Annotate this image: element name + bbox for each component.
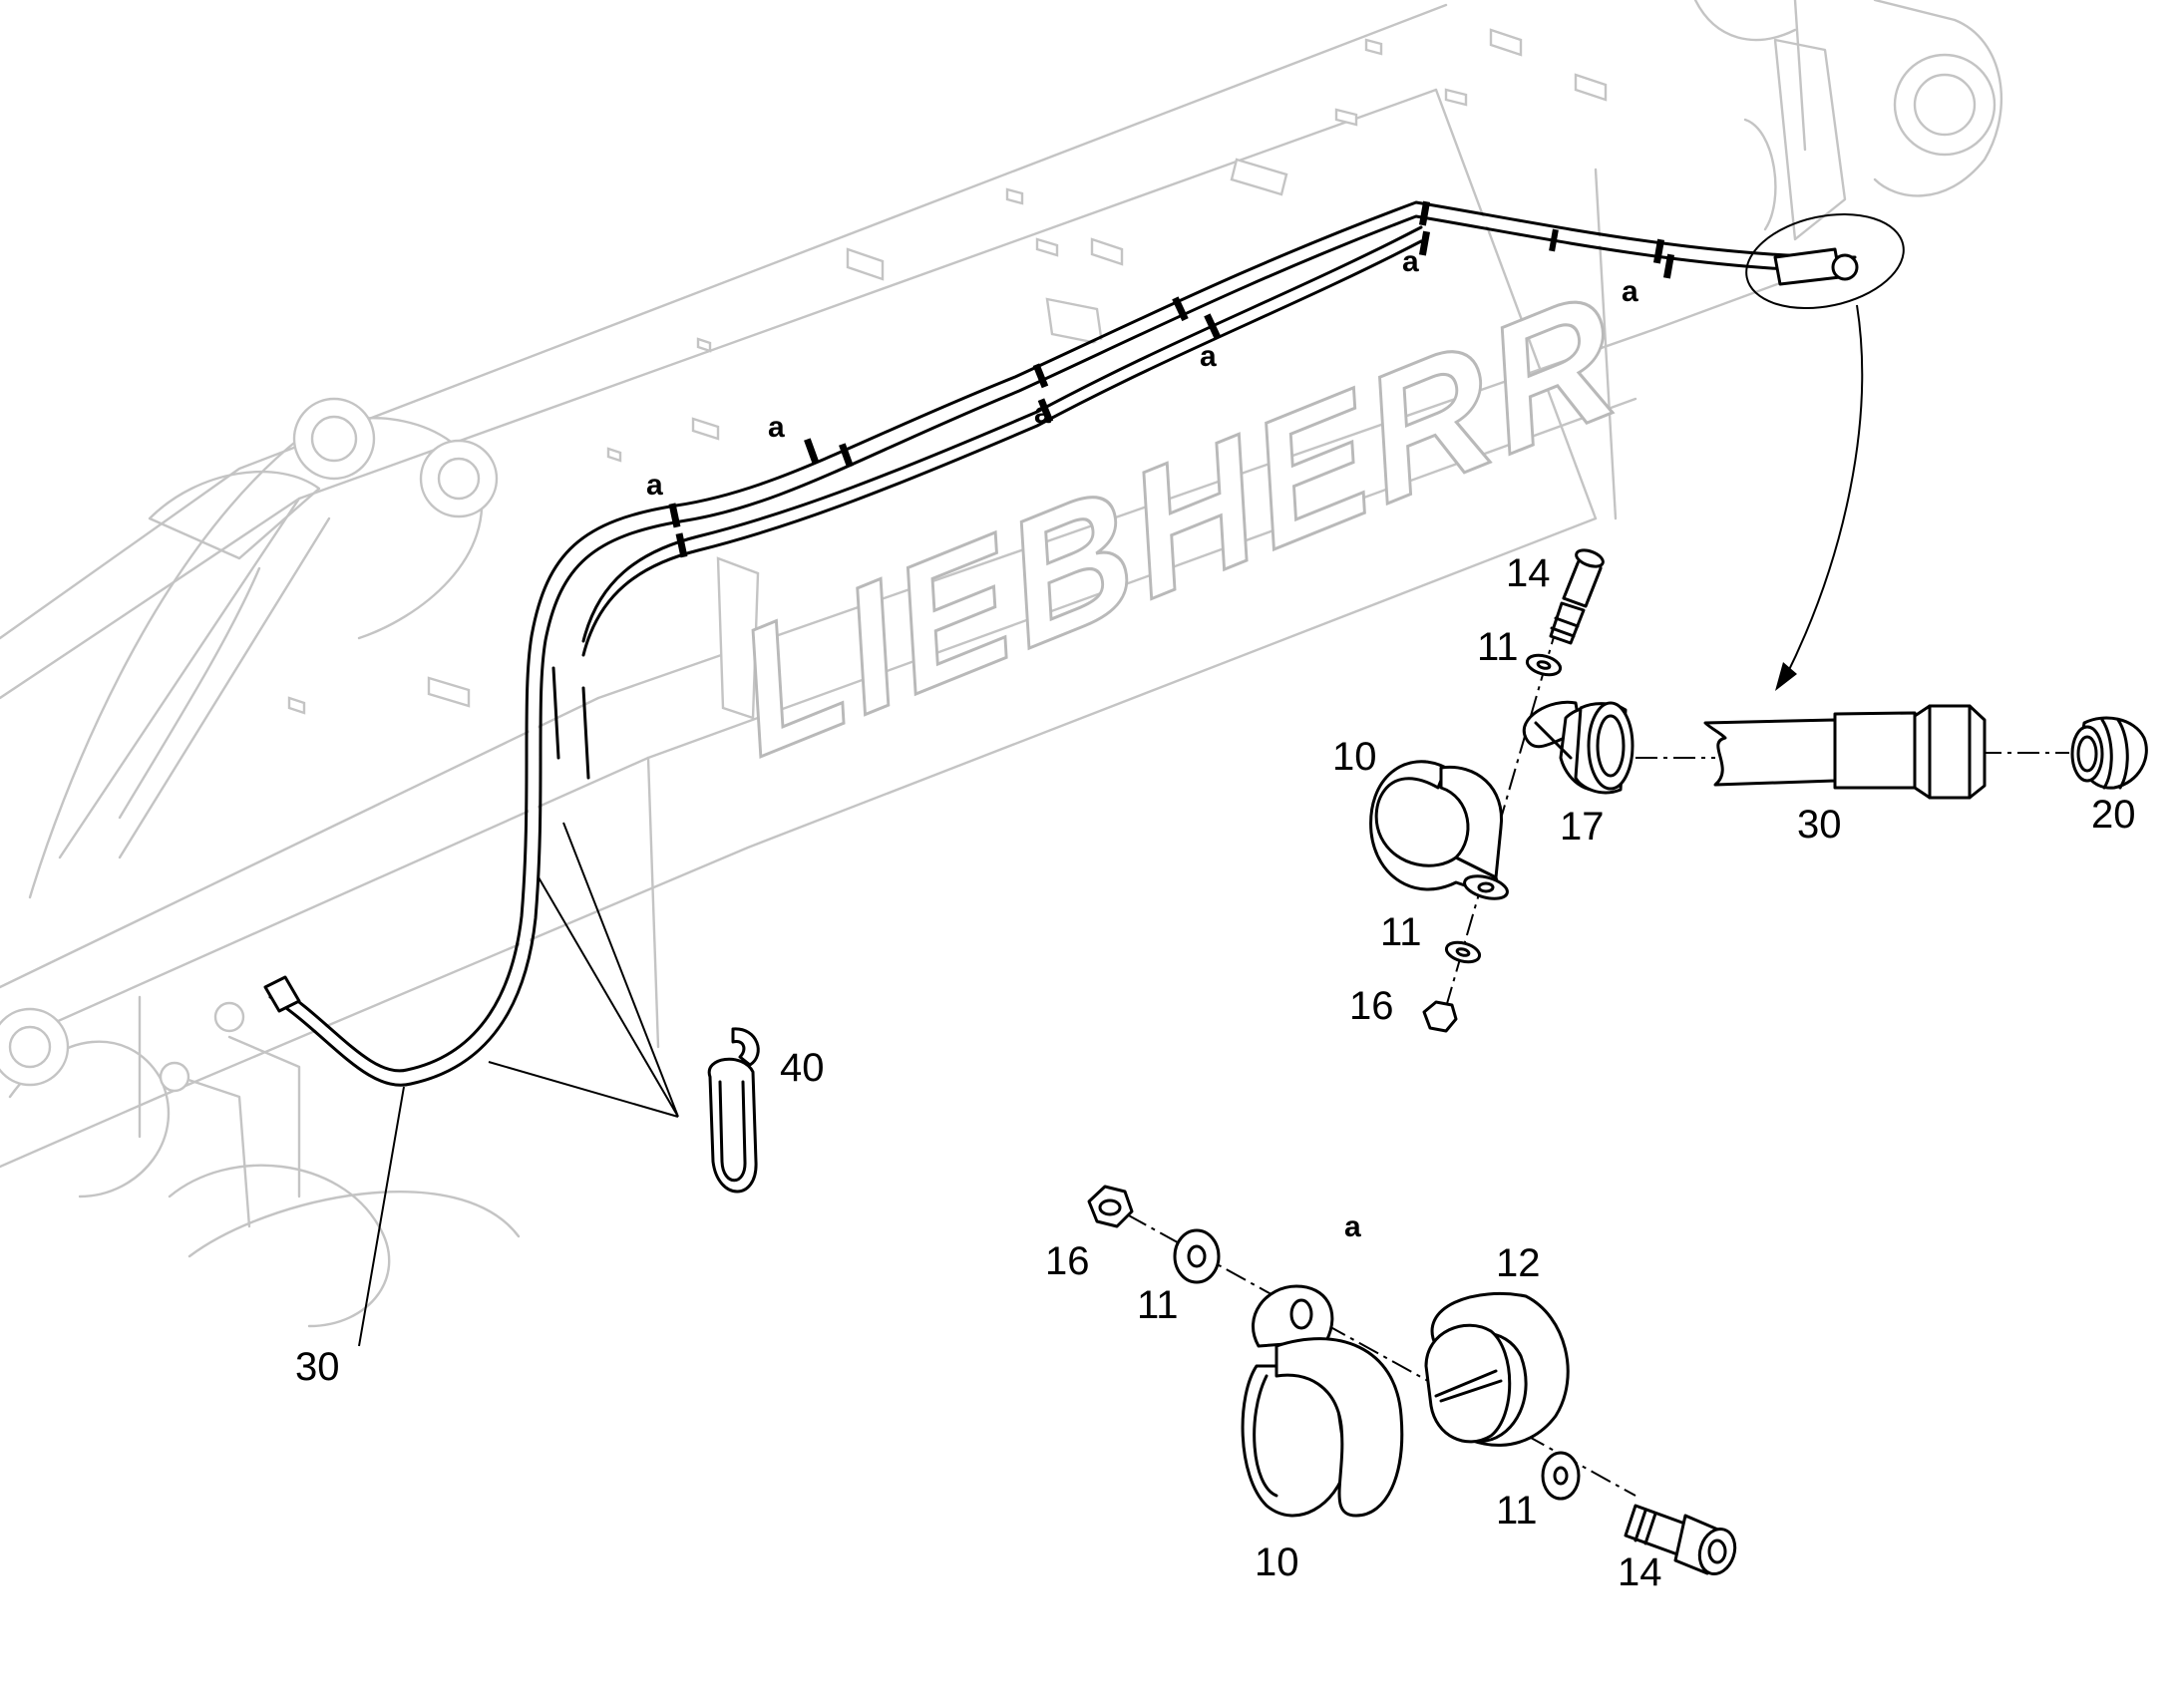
clip-label-6: a: [1622, 275, 1638, 308]
boom-brand-text: LIEBHERR: [720, 252, 1639, 795]
callout-tie-40: 40: [780, 1046, 825, 1090]
callout-holder-12: 12: [1496, 1241, 1541, 1285]
cable-tie-40: [707, 1027, 760, 1194]
nut-16-bottom: [1087, 1185, 1134, 1228]
callout-clip-10-top: 10: [1332, 735, 1377, 779]
callout-plug-20: 20: [2091, 793, 2136, 837]
detail-circle: [1745, 212, 1905, 310]
lower-left-eye: [0, 1007, 70, 1087]
boom-structure: [0, 0, 2003, 1328]
detail-arrowhead: [1775, 662, 1797, 691]
callout-bolt-14-top: 14: [1506, 551, 1551, 595]
callout-washer-11-bottom-a: 11: [1137, 1283, 1179, 1327]
clip-position-labels: a a a a a a a: [646, 245, 1638, 1243]
callout-clip-10-bottom: 10: [1255, 1540, 1299, 1584]
callout-bolt-14-bottom: 14: [1618, 1550, 1662, 1594]
right-pivot-eye: [419, 439, 499, 518]
clip-label-4: a: [1200, 340, 1217, 373]
callout-numbers: 30 40 14 11 10 17 30 20 11 16 16 11 12 1…: [295, 551, 2136, 1594]
callout-nut-16-bottom: 16: [1045, 1239, 1090, 1283]
detail-arrow: [1784, 304, 1864, 679]
clip-label-3: a: [1034, 397, 1051, 430]
clip-label-2: a: [768, 411, 785, 444]
nut-16-top: [1422, 1000, 1458, 1033]
plug-20: [2070, 716, 2148, 790]
hose-end-fitting: [263, 975, 301, 1013]
clip-bands: [668, 200, 1675, 558]
lower-clamp-assembly: [1087, 1185, 1737, 1575]
left-pivot-eye: [292, 397, 376, 481]
hose-leaders: [358, 822, 679, 1347]
clip-label-detail: a: [1344, 1210, 1361, 1243]
clip-10-top: [1369, 760, 1509, 900]
clip-label-5: a: [1402, 245, 1419, 278]
callout-hose-30-detail: 30: [1797, 803, 1842, 847]
hose-piece-30: [1703, 704, 1987, 800]
upper-clamp-assembly: [1369, 548, 2148, 1033]
callout-washer-11-bottom-b: 11: [1496, 1489, 1538, 1533]
boom-head-eye: [1893, 53, 1997, 157]
bolt-14-top: [1549, 548, 1605, 645]
callout-holder-17: 17: [1560, 805, 1605, 849]
holder-17: [1522, 700, 1635, 795]
callout-nut-16-top: 16: [1349, 984, 1394, 1028]
hose-routing: [263, 200, 1860, 1087]
clip-label-1: a: [646, 469, 663, 502]
bolt-14-bottom: [1624, 1504, 1737, 1575]
holder-12: [1424, 1291, 1570, 1447]
callout-hose-30-main: 30: [295, 1345, 340, 1389]
clip-10-bottom: [1241, 1284, 1404, 1518]
callout-washer-11-top-a: 11: [1477, 625, 1519, 669]
callout-washer-11-top-b: 11: [1380, 910, 1422, 954]
